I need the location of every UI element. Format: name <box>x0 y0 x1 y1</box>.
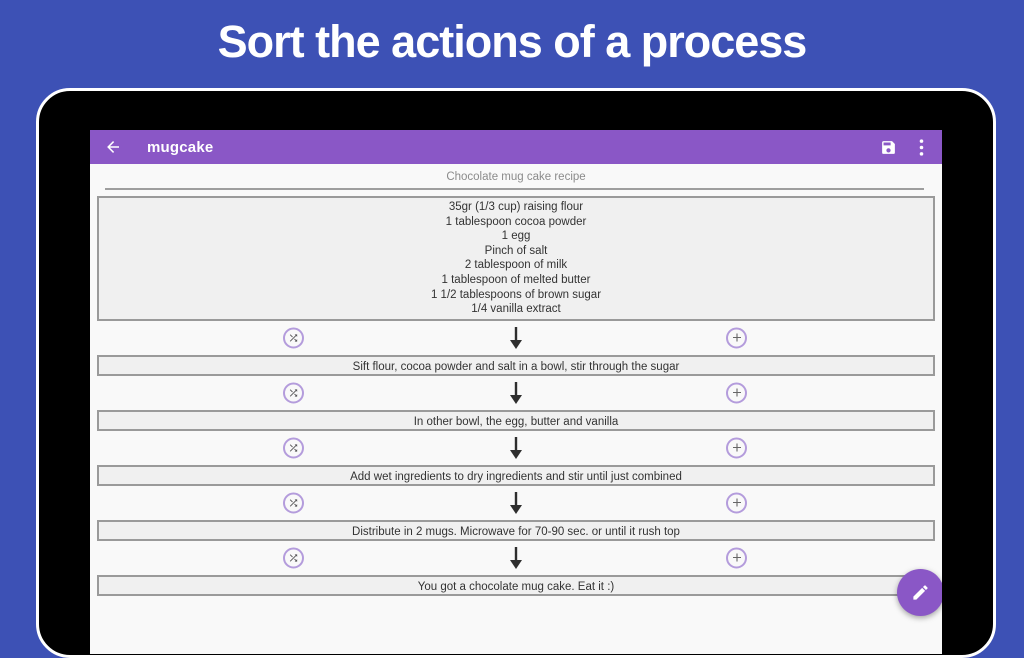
shuffle-icon <box>288 332 299 343</box>
add-step-button[interactable] <box>726 437 747 459</box>
down-arrow-icon <box>509 546 523 575</box>
ingredient-line: 1 egg <box>501 230 531 243</box>
plus-icon <box>731 332 743 344</box>
ingredient-line: Pinch of salt <box>484 244 548 257</box>
shuffle-icon <box>288 497 299 508</box>
ingredient-line: 35gr (1/3 cup) raising flour <box>448 201 584 213</box>
swap-steps-button[interactable] <box>283 547 304 569</box>
step-box[interactable]: Distribute in 2 mugs. Microwave for 70-9… <box>97 519 935 541</box>
toolbar-actions <box>880 138 930 156</box>
connector-row <box>90 541 942 575</box>
banner-title: Sort the actions of a process <box>217 16 808 67</box>
process-editor: Chocolate mug cake recipe 35gr (1/3 cup)… <box>90 170 942 654</box>
step-text: You got a chocolate mug cake. Eat it :) <box>417 580 615 593</box>
step-text: In other bowl, the egg, butter and vanil… <box>413 415 619 428</box>
ingredient-line: 1 tablespoon cocoa powder <box>445 215 587 228</box>
swap-steps-button[interactable] <box>283 327 304 349</box>
shuffle-icon <box>288 387 299 398</box>
title-divider <box>105 188 924 190</box>
add-step-button[interactable] <box>726 382 747 404</box>
step-box[interactable]: You got a chocolate mug cake. Eat it :) <box>97 574 935 596</box>
connector-row <box>90 376 942 410</box>
plus-icon <box>731 387 743 399</box>
shuffle-icon <box>288 552 299 563</box>
add-step-button[interactable] <box>726 327 747 349</box>
plus-icon <box>731 442 743 454</box>
edit-fab[interactable] <box>897 569 942 616</box>
ingredients-box[interactable]: 35gr (1/3 cup) raising flour 1 tablespoo… <box>97 196 935 321</box>
connector-row <box>90 321 942 355</box>
swap-steps-button[interactable] <box>283 492 304 514</box>
plus-icon <box>731 552 743 564</box>
swap-steps-button[interactable] <box>283 382 304 404</box>
plus-icon <box>731 497 743 509</box>
save-icon[interactable] <box>880 139 897 156</box>
step-box[interactable]: In other bowl, the egg, butter and vanil… <box>97 409 935 431</box>
connector-row <box>90 486 942 520</box>
tablet-frame: mugcake Chocolate mug cake recipe 35gr (… <box>36 88 996 658</box>
step-text: Distribute in 2 mugs. Microwave for 70-9… <box>352 525 680 538</box>
ingredient-line: 2 tablespoon of milk <box>464 259 568 272</box>
down-arrow-icon <box>509 326 523 355</box>
ingredient-line: 1 tablespoon of melted butter <box>441 273 591 286</box>
step-text: Add wet ingredients to dry ingredients a… <box>350 470 682 483</box>
swap-steps-button[interactable] <box>283 437 304 459</box>
add-step-button[interactable] <box>726 547 747 569</box>
down-arrow-icon <box>509 436 523 465</box>
back-icon[interactable] <box>104 138 122 156</box>
ingredient-line: 1 1/2 tablespoons of brown sugar <box>430 288 602 301</box>
add-step-button[interactable] <box>726 492 747 514</box>
step-text: Sift flour, cocoa powder and salt in a b… <box>352 360 680 373</box>
down-arrow-icon <box>509 491 523 520</box>
step-box[interactable]: Sift flour, cocoa powder and salt in a b… <box>97 354 935 376</box>
pencil-icon <box>911 583 930 602</box>
step-box[interactable]: Add wet ingredients to dry ingredients a… <box>97 464 935 486</box>
ingredient-line: 1/4 vanilla extract <box>471 303 561 316</box>
shuffle-icon <box>288 442 299 453</box>
down-arrow-icon <box>509 381 523 410</box>
connector-row <box>90 431 942 465</box>
recipe-title: Chocolate mug cake recipe <box>446 171 586 183</box>
app-toolbar: mugcake <box>90 130 942 164</box>
steps-list: Sift flour, cocoa powder and salt in a b… <box>90 321 942 596</box>
overflow-menu-icon[interactable] <box>913 138 930 156</box>
app-screen: mugcake Chocolate mug cake recipe 35gr (… <box>90 130 942 654</box>
toolbar-title: mugcake <box>147 138 214 156</box>
